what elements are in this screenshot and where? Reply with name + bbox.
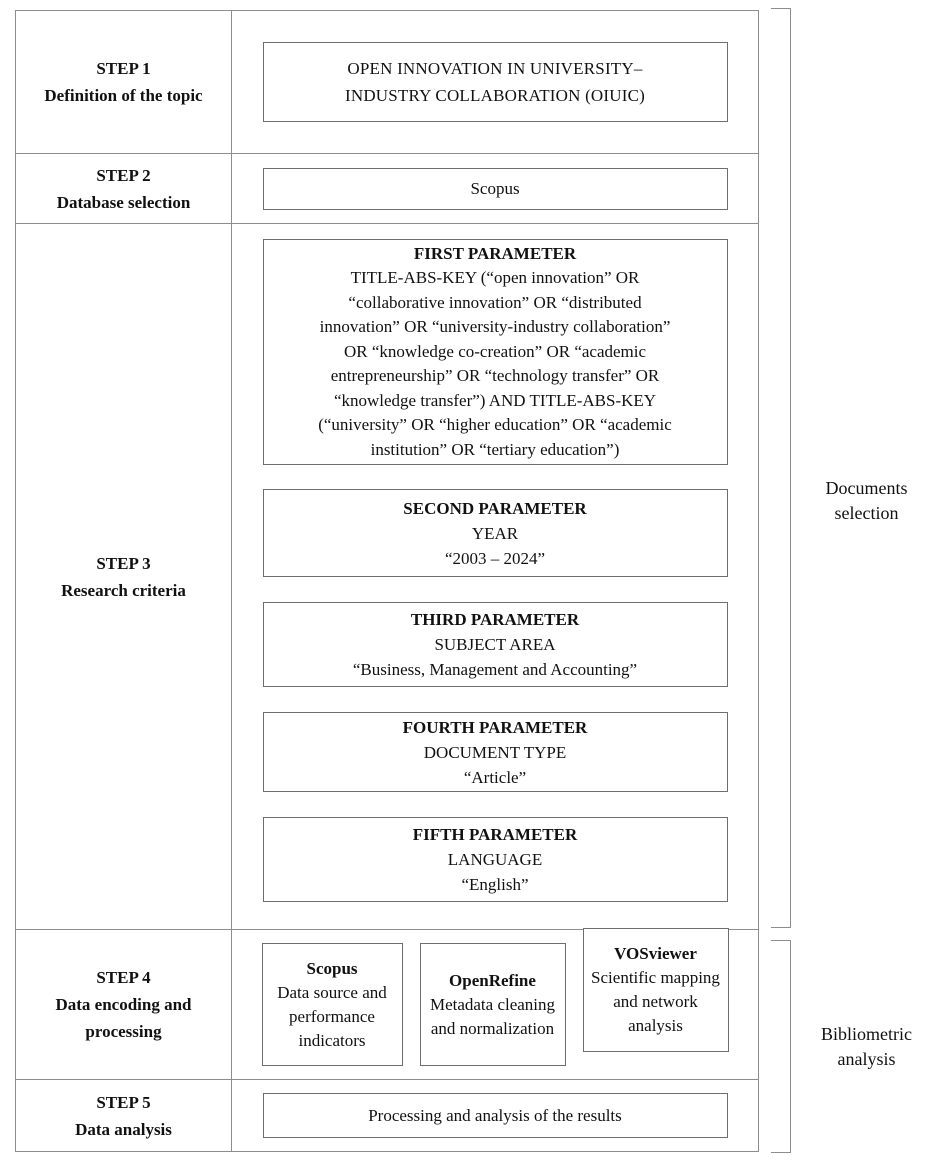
parameter-fourth-title: FOURTH PARAMETER — [402, 717, 588, 737]
tool-vosviewer-description: Scientific mapping and network analysis — [591, 968, 720, 1035]
step-2-number: STEP 2 — [96, 165, 151, 185]
parameter-fifth-title: FIFTH PARAMETER — [412, 825, 578, 844]
step-1-number: STEP 1 — [96, 59, 151, 78]
parameter-box-second: SECOND PARAMETER YEAR “2003 – 2024” — [262, 489, 728, 577]
topic-box: OPEN INNOVATION IN UNIVERSITY– INDUSTRY … — [262, 42, 728, 122]
step-1-label-cell: STEP 1 Definition of the topic — [16, 11, 231, 153]
parameter-fifth-line: LANGUAGE — [447, 850, 543, 869]
steps-table: STEP 1 Definition of the topic OPEN INNO… — [15, 10, 759, 1152]
tool-box-openrefine: OpenRefine Metadata cleaning and normali… — [419, 943, 566, 1066]
step-4-number: STEP 4 — [96, 968, 151, 987]
database-box: Scopus — [262, 167, 728, 210]
analysis-text: Processing and analysis of the results — [368, 1106, 622, 1125]
tool-box-vosviewer: VOSviewer Scientific mapping and network… — [582, 928, 729, 1052]
parameter-third-title: THIRD PARAMETER — [410, 610, 580, 629]
parameter-third-line: “Business, Management and Accounting” — [352, 660, 638, 679]
step-2-content-cell: Scopus — [231, 153, 758, 223]
step-4-label-cell: STEP 4 Data encoding and processing — [16, 929, 231, 1079]
parameter-third-line: SUBJECT AREA — [434, 635, 556, 654]
parameter-fourth-line: “Article” — [463, 767, 527, 787]
topic-line-2: INDUSTRY COLLABORATION (OIUIC) — [344, 86, 646, 105]
topic-line-1: OPEN INNOVATION IN UNIVERSITY– — [347, 59, 643, 78]
parameter-first-line: innovation” OR “university-industry coll… — [319, 317, 671, 337]
tool-vosviewer-name: VOSviewer — [614, 944, 697, 963]
step-3-content-cell: FIRST PARAMETER TITLE-ABS-KEY (“open inn… — [231, 223, 758, 929]
tool-openrefine-name: OpenRefine — [449, 970, 536, 990]
step-5-label-cell: STEP 5 Data analysis — [16, 1079, 231, 1151]
parameter-fifth-line: “English” — [461, 875, 529, 894]
step-3-number: STEP 3 — [96, 553, 151, 573]
step-1-content-cell: OPEN INNOVATION IN UNIVERSITY– INDUSTRY … — [231, 11, 758, 153]
documents-selection-bracket — [771, 8, 791, 928]
parameter-first-line: OR “knowledge co-creation” OR “academic — [343, 341, 647, 361]
parameter-box-first: FIRST PARAMETER TITLE-ABS-KEY (“open inn… — [262, 239, 728, 465]
parameter-first-line: “knowledge transfer”) AND TITLE-ABS-KEY — [333, 390, 657, 410]
analysis-box: Processing and analysis of the results — [262, 1093, 728, 1138]
tool-scopus-description: Data source and performance indicators — [277, 982, 387, 1050]
parameter-box-fifth: FIFTH PARAMETER LANGUAGE “English” — [262, 817, 728, 902]
parameter-first-line: entrepreneurship” OR “technology transfe… — [330, 366, 660, 386]
database-name: Scopus — [470, 179, 520, 198]
step-4-description: Data encoding and processing — [55, 995, 192, 1041]
tool-box-scopus: Scopus Data source and performance indic… — [261, 943, 403, 1066]
parameter-box-third: THIRD PARAMETER SUBJECT AREA “Business, … — [262, 602, 728, 687]
tool-openrefine-description: Metadata cleaning and normalization — [429, 994, 556, 1038]
tool-scopus-name: Scopus — [306, 958, 358, 978]
parameter-second-title: SECOND PARAMETER — [403, 498, 587, 518]
bracket-label-bibliometric-analysis: Bibliometric analysis — [821, 1024, 912, 1069]
parameter-fourth-line: DOCUMENT TYPE — [423, 742, 567, 762]
step-5-description: Data analysis — [75, 1119, 172, 1139]
step-3-label-cell: STEP 3 Research criteria — [16, 223, 231, 929]
parameter-first-title: FIRST PARAMETER — [413, 243, 577, 263]
bracket-label-documents-selection: Documents selection — [825, 478, 908, 523]
parameter-first-line: institution” OR “tertiary education”) — [370, 439, 620, 459]
step-5-number: STEP 5 — [96, 1092, 151, 1112]
parameter-first-line: TITLE-ABS-KEY (“open innovation” OR — [350, 268, 640, 288]
parameter-box-fourth: FOURTH PARAMETER DOCUMENT TYPE “Article” — [262, 712, 728, 792]
parameter-first-line: “collaborative innovation” OR “distribut… — [348, 292, 642, 312]
step-2-description: Database selection — [56, 192, 191, 212]
step-3-description: Research criteria — [61, 580, 186, 600]
parameter-second-line: “2003 – 2024” — [444, 548, 546, 568]
parameter-first-line: (“university” OR “higher education” OR “… — [318, 415, 672, 435]
step-5-content-cell: Processing and analysis of the results — [231, 1079, 758, 1151]
step-4-content-cell: Scopus Data source and performance indic… — [231, 928, 758, 1079]
step-1-description: Definition of the topic — [44, 86, 203, 105]
bibliometric-analysis-bracket — [771, 940, 791, 1153]
step-2-label-cell: STEP 2 Database selection — [16, 153, 231, 223]
parameter-second-line: YEAR — [471, 523, 519, 543]
